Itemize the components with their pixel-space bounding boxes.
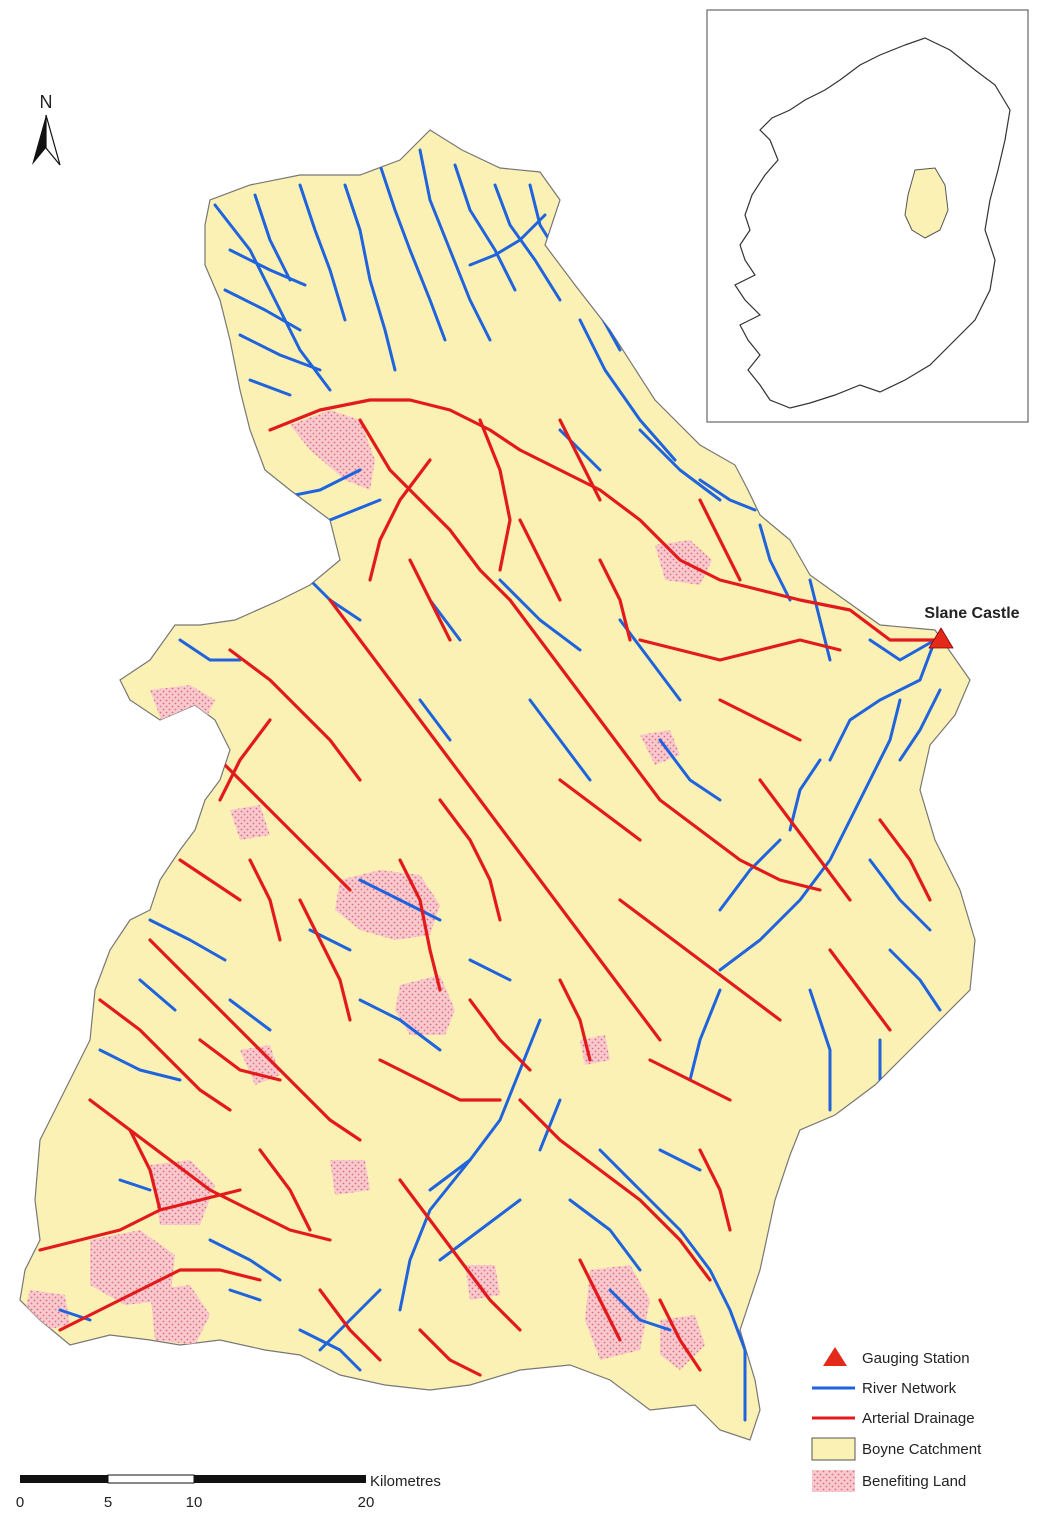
inset-map [706,9,1029,423]
legend-item-benefiting-land: Benefiting Land [812,1470,966,1492]
stipple-fill-swatch [812,1470,855,1492]
scale-tick: 20 [358,1494,375,1511]
legend-label: Gauging Station [862,1350,970,1367]
inset-map-frame [706,9,1029,423]
scale-tick: 10 [186,1494,203,1511]
scale-unit: Kilometres [370,1473,441,1490]
boyne-catchment-area [19,129,976,1441]
scale-tick: 5 [104,1494,112,1511]
gauging-station-icon [928,627,954,649]
legend-item-gauging-station: Gauging Station [823,1347,970,1367]
north-arrow: N [32,92,61,166]
north-arrow-icon [32,115,46,165]
scale-bar: Kilometres 0 5 10 20 [16,1473,441,1511]
inset-catchment [904,167,949,239]
legend-label: Arterial Drainage [862,1410,975,1427]
triangle-icon [823,1347,847,1366]
gauging-station-slane-castle[interactable]: Slane Castle [924,605,1020,649]
yellow-fill-swatch [811,1437,856,1461]
legend-label: River Network [862,1380,957,1397]
legend-label: Benefiting Land [862,1473,966,1490]
legend-item-arterial-drainage: Arterial Drainage [812,1410,975,1427]
north-label: N [40,92,53,112]
scale-tick: 0 [16,1494,24,1511]
legend-item-river-network: River Network [812,1380,957,1397]
arterial-drainage-layer [38,398,937,1377]
legend-item-boyne-catchment: Boyne Catchment [811,1437,982,1461]
legend-label: Boyne Catchment [862,1441,982,1458]
station-label: Slane Castle [924,605,1019,622]
ireland-outline [734,37,1011,409]
legend: Gauging Station River Network Arterial D… [811,1347,982,1492]
